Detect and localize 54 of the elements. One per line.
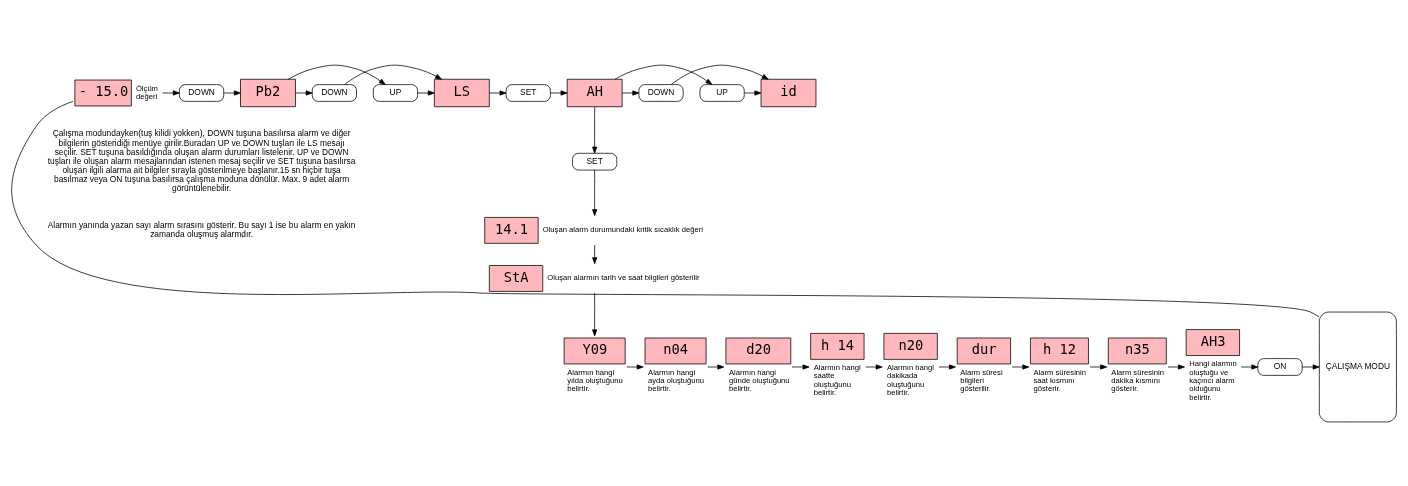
arrow <box>592 292 598 336</box>
node-box: id <box>760 78 817 107</box>
arrow <box>614 64 713 85</box>
arrow <box>592 106 598 153</box>
label: Çalışma modundayken(tuş kilidi yokken), DOWN tuşuna basılırsa alarm ve diğer bilgilerin gösteridiği menüye girilir.Buradan UP ve DOWN tuşları ile LS mesajı seçilir. SET tuşuna basıldığında oluşan alarm durumları listelenir. UP ve DOWN tuşları ile oluşan alarm mesajlarından istenen mesaj seçilir ve SET tuşuna basılırsa oluşan ilgili alarma ait bilgiler sırayla gösterilmeye başlanır.15 sn hiçbir tuşa basılmaz veya ON tuşuna basılırsa çalışma moduna dönülür. Max. 9 adet alarm görüntülenebilir. <box>47 127 356 193</box>
arrow <box>707 364 725 369</box>
arrow <box>865 364 883 369</box>
node-label: Alarmın hangi yılda oluştuğunu belirtir. <box>567 367 623 393</box>
arrow <box>1301 364 1320 369</box>
node-box: SET <box>505 83 551 102</box>
arrow <box>1167 364 1185 369</box>
arrow <box>162 90 180 95</box>
arrow <box>1089 364 1108 369</box>
node-box: LS <box>434 78 490 107</box>
arrow <box>1011 364 1030 369</box>
arrow <box>295 90 313 95</box>
connector <box>11 100 1320 317</box>
node-box: ON <box>1257 357 1303 376</box>
arrow <box>621 90 640 95</box>
arrow <box>488 90 507 95</box>
arrow <box>626 364 644 369</box>
arrow <box>1240 364 1259 369</box>
node-box: Pb2 <box>240 78 296 107</box>
node-label: Oluşan alarm durumundaki kritik sıcaklık değeri <box>542 224 703 234</box>
arrow <box>344 64 442 85</box>
node-label: Oluşan alarmın tarih ve saat bilgileri gösterilir <box>547 272 700 282</box>
arrow <box>592 169 598 216</box>
arrow <box>670 64 769 85</box>
arrow <box>592 244 598 264</box>
arrow <box>550 90 568 95</box>
label: Alarmın yanında yazan sayı alarm sırasını gösterir. Bu sayı 1 ise bu alarm en yakın zamanda oluşmuş alarmdır. <box>47 219 356 239</box>
node-label: Ölçüm değeri <box>135 83 158 101</box>
node-label: Hangi alarmın oluştuğu ve kaçıncı alarm olduğunu belirtir. <box>1189 358 1237 402</box>
node-box: DOWN <box>311 83 357 102</box>
arrow <box>417 90 435 95</box>
node-label: Alarmın hangi ayda oluştuğunu belirtir. <box>648 367 705 393</box>
node-label: Alarm süresinin saat kısmını gösterir. <box>1033 367 1087 393</box>
node-box: UP <box>699 83 745 102</box>
node-box: DOWN <box>638 83 684 102</box>
node-label: Alarmın hangi günde oluştuğunu belirtir. <box>728 367 790 393</box>
node-label: Alarm süresi bilgileri gösterilir. <box>960 367 1003 393</box>
arrow <box>744 90 762 95</box>
node-label: Alarmın hangi dakikada oluştuğunu belirtir. <box>886 362 935 397</box>
node-label: Alarm süresinin dakika kısmını gösterir. <box>1111 367 1164 393</box>
node-label: Alarmın hangi saatte oluştuğunu belirtir. <box>813 362 861 397</box>
node-box: SET <box>572 152 618 170</box>
node-box: AH <box>566 78 623 107</box>
arrow <box>938 364 956 369</box>
node-box: ÇALIŞMA MODU <box>1318 311 1397 422</box>
arrow <box>223 90 241 95</box>
node-box: DOWN <box>179 83 225 102</box>
node-box: UP <box>372 83 418 102</box>
arrow <box>791 364 810 369</box>
arrow <box>287 64 386 85</box>
